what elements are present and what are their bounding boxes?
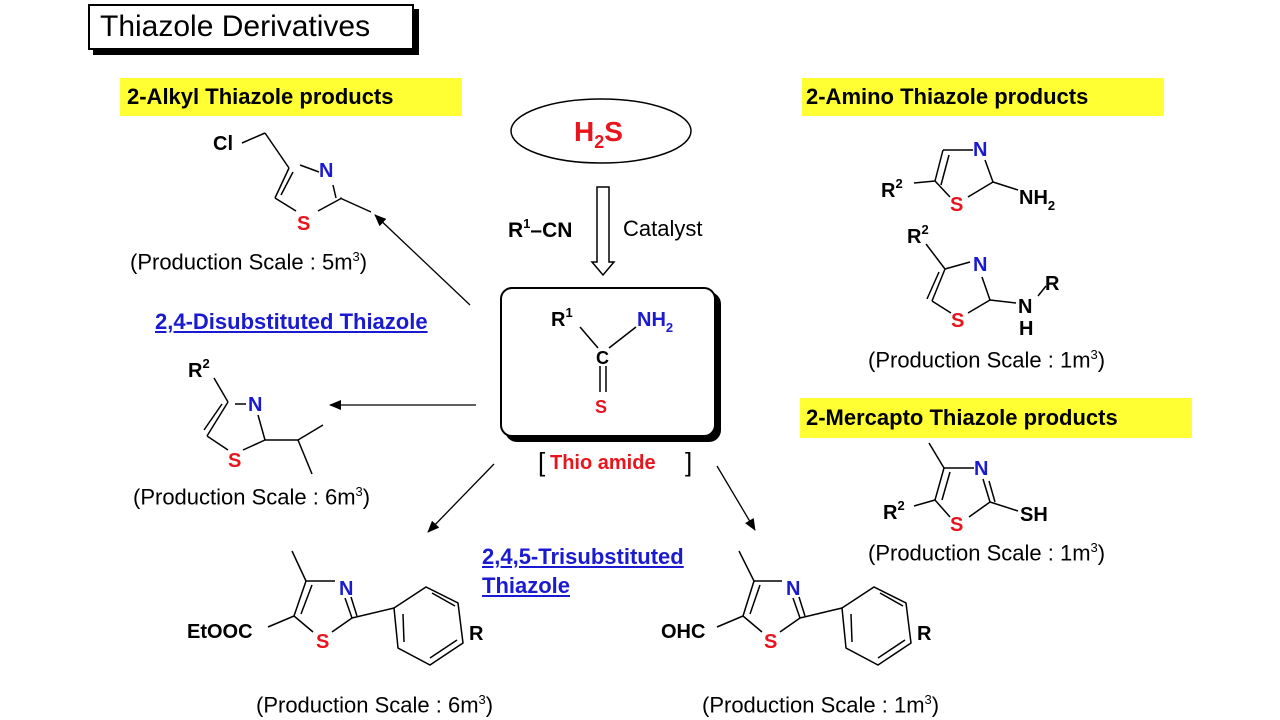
svg-text:R2: R2 <box>188 356 210 382</box>
svg-text:R2: R2 <box>883 498 905 524</box>
svg-text:N: N <box>339 578 353 600</box>
trisub-aldehyde-atoms: OHC N S R <box>661 578 932 653</box>
svg-text:N: N <box>248 394 262 416</box>
thioamide-label: Thio amide <box>550 452 656 474</box>
catalyst-label: Catalyst <box>623 216 702 241</box>
svg-text:S: S <box>316 631 329 653</box>
scale-mercapto: (Production Scale : 1m3) <box>868 540 1106 566</box>
amino-thiazole-1-atoms: R2 N S NH2 <box>881 139 1055 216</box>
alkyl-thiazole-structure <box>241 132 372 213</box>
svg-text:N: N <box>1018 296 1032 318</box>
bracket-right: ] <box>685 447 692 477</box>
svg-text:S: S <box>764 631 777 653</box>
svg-text:R: R <box>917 623 932 645</box>
trisub-ester-structure <box>267 550 464 666</box>
svg-text:R: R <box>1045 273 1060 295</box>
amino-highlight <box>802 78 1164 116</box>
scale-amino: (Production Scale : 1m3) <box>868 347 1106 373</box>
bracket-left: [ <box>538 447 546 477</box>
svg-text:Cl: Cl <box>213 133 233 155</box>
h2s-ellipse <box>510 98 692 164</box>
disubstituted-thiazole-label: 2,4-Disubstituted Thiazole <box>155 309 428 334</box>
trisubstituted-thiazole-label-line2: Thiazole <box>482 573 571 598</box>
trisub-ester-atoms: EtOOC N S R <box>187 578 484 653</box>
svg-text:R2: R2 <box>881 176 903 202</box>
alkyl-section-label: 2-Alkyl Thiazole products <box>127 84 394 109</box>
svg-text:S: S <box>951 310 964 332</box>
svg-text:N: N <box>319 160 333 182</box>
svg-text:N: N <box>786 578 800 600</box>
double-down-arrow <box>590 186 616 277</box>
disub-thiazole-atoms: R2 N S <box>188 356 262 472</box>
scale-disubstituted: (Production Scale : 6m3) <box>133 484 371 510</box>
title-box <box>88 4 414 50</box>
arrow-to-trisub-ester <box>427 463 495 533</box>
nitrile-reagent: R1–CN <box>508 216 572 242</box>
svg-text:C: C <box>596 348 609 368</box>
svg-text:N: N <box>973 139 987 161</box>
svg-text:R1: R1 <box>551 305 573 331</box>
mercapto-highlight <box>800 398 1192 438</box>
arrow-to-trisub-aldehyde <box>716 465 756 531</box>
mercapto-thiazole-atoms: R2 N S SH <box>883 458 1048 536</box>
svg-text:R2: R2 <box>907 222 929 248</box>
svg-text:N: N <box>974 458 988 480</box>
mercapto-section-label: 2-Mercapto Thiazole products <box>806 405 1118 430</box>
alkyl-thiazole-atoms: Cl N S <box>213 133 333 235</box>
thioamide-box <box>500 287 716 437</box>
svg-text:SH: SH <box>1020 504 1048 526</box>
arrow-to-alkyl <box>374 214 471 306</box>
svg-text:N: N <box>973 254 987 276</box>
page-title: Thiazole Derivatives <box>100 10 371 43</box>
h2s-reagent: H2S <box>574 116 623 152</box>
scale-trisub-aldehyde: (Production Scale : 1m3) <box>702 692 940 718</box>
svg-text:EtOOC: EtOOC <box>187 621 253 643</box>
svg-text:R: R <box>469 623 484 645</box>
trisubstituted-thiazole-label-line1: 2,4,5-Trisubstituted <box>482 544 684 569</box>
amino-thiazole-1-structure <box>913 149 1019 198</box>
mercapto-thiazole-structure <box>913 442 1019 518</box>
scale-alkyl: (Production Scale : 5m3) <box>130 249 368 275</box>
svg-text:S: S <box>950 514 963 536</box>
svg-text:NH2: NH2 <box>637 309 673 335</box>
amino-thiazole-2-structure <box>925 243 1047 314</box>
reaction-arrows <box>329 214 756 533</box>
svg-text:S: S <box>950 194 963 216</box>
svg-text:S: S <box>228 450 241 472</box>
svg-text:S: S <box>595 397 607 417</box>
thioamide-structure: R1 NH2 C S <box>551 305 673 417</box>
amino-thiazole-2-atoms: R2 N S N H R <box>907 222 1060 340</box>
alkyl-highlight <box>120 78 462 116</box>
svg-text:OHC: OHC <box>661 621 705 643</box>
disub-thiazole-structure <box>203 377 324 475</box>
svg-text:H: H <box>1019 318 1033 340</box>
scale-trisub-ester: (Production Scale : 6m3) <box>256 692 494 718</box>
svg-text:S: S <box>297 213 310 235</box>
svg-text:NH2: NH2 <box>1019 187 1055 213</box>
amino-section-label: 2-Amino Thiazole products <box>806 84 1089 109</box>
trisub-aldehyde-structure <box>716 550 912 666</box>
